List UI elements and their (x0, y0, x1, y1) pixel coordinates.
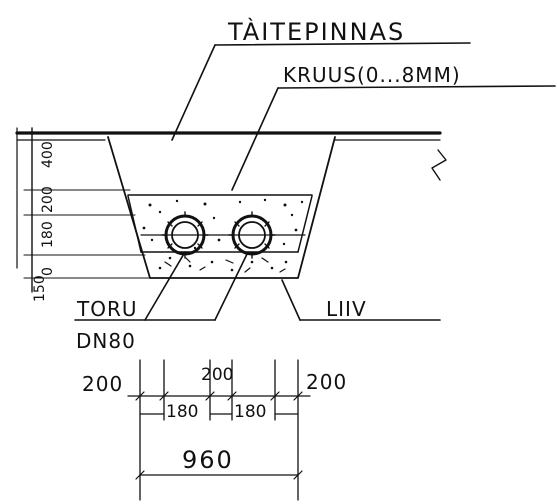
hdim-total: 960 (182, 446, 234, 474)
gravel-leader (231, 87, 279, 191)
vdim-upper: 200 (40, 186, 56, 213)
bottom-leaders (74, 251, 441, 321)
bedding-left-wall (127, 195, 142, 253)
hdim-left-pipe: 180 (166, 402, 198, 422)
gravel-label: KRUUS(0...8MM) (283, 63, 461, 87)
hdim-extension-lines (139, 359, 299, 501)
vertical-dimension-chain (16, 127, 151, 293)
surface-fill-label: TÀITEPINNAS (227, 17, 405, 46)
sand-texture (164, 257, 286, 273)
horizontal-dimension-lines (127, 359, 311, 501)
gravel-underline (277, 85, 556, 89)
vdim-middle: 180 (40, 221, 56, 248)
sand-label: LIIV (326, 297, 367, 321)
trench-outline (107, 136, 336, 279)
pipe-leader-right (214, 251, 249, 321)
bedding-right-wall (297, 195, 313, 253)
pipe-leader-left (144, 251, 186, 321)
vdim-top: 400 (40, 141, 56, 168)
pipe-label: TORU (76, 297, 138, 321)
vertical-dim-ticks (23, 139, 151, 279)
surface-fill-underline (214, 42, 471, 46)
trench-walls (107, 136, 336, 279)
vdim-bottom: 150 (32, 275, 48, 302)
hdim-pipe-gap: 200 (201, 365, 233, 385)
gravel-texture (142, 198, 304, 272)
break-symbol (431, 149, 447, 181)
hdim-left-margin: 200 (82, 372, 123, 396)
ground-surface (15, 131, 447, 181)
vdim-lower: 0 (40, 267, 56, 276)
label-leaders (171, 42, 556, 191)
sand-leader (281, 279, 301, 321)
hdim-right-pipe: 180 (234, 402, 266, 422)
hdim-right-margin: 200 (306, 370, 347, 394)
hdim-ticks (135, 391, 303, 480)
surface-fill-leader (171, 44, 216, 141)
pipe-size-label: DN80 (76, 329, 136, 353)
